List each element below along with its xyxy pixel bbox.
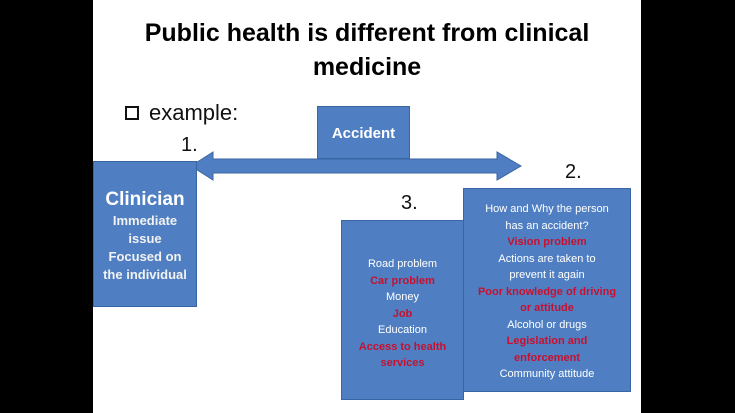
box-3-public-health-factors: Road problem Car problem Money Job Educa… (341, 220, 464, 400)
box3-line: Money (385, 291, 420, 303)
box3-line: Access to health (358, 340, 447, 353)
slide-title: Public health is different from clinical… (93, 16, 641, 84)
box3-line: Education (378, 324, 427, 336)
checkbox-square-icon (125, 106, 139, 120)
box2-line: prevent it again (509, 269, 585, 281)
clinician-line: Immediate (112, 213, 178, 228)
number-2: 2. (565, 161, 582, 183)
title-line-2: medicine (312, 53, 422, 81)
box2-line: How and Why the person (485, 203, 609, 215)
clinician-line: the individual (103, 267, 187, 282)
box2-line: Vision problem (507, 236, 587, 248)
bullet-text: example: (149, 100, 239, 125)
box2-line: Alcohol or drugs (507, 318, 587, 331)
clinician-box: Clinician Immediate issue Focused on the… (93, 161, 197, 307)
double-arrow-icon (190, 151, 522, 181)
number-3: 3. (401, 192, 418, 214)
box3-line: Car problem (370, 274, 435, 287)
number-1: 1. (181, 134, 198, 156)
box3-line: services (380, 357, 425, 369)
box3-line: Road problem (367, 258, 438, 270)
clinician-heading: Clinician (105, 189, 185, 210)
box2-line: enforcement (513, 351, 581, 364)
box2-line: Poor knowledge of driving (477, 285, 617, 298)
box2-line: Legislation and (506, 335, 588, 347)
box-2-how-why: How and Why the person has an accident? … (463, 188, 631, 392)
box2-line: Actions are taken to (498, 252, 596, 265)
title-line-1: Public health is different from clinical (144, 19, 590, 47)
bullet-example: example: (125, 100, 238, 126)
box3-line: Job (392, 307, 413, 320)
clinician-line: Focused on (108, 249, 182, 264)
slide: Public health is different from clinical… (93, 0, 641, 413)
clinician-line: issue (128, 231, 162, 246)
box2-line: or attitude (520, 302, 574, 314)
accident-box: Accident (317, 106, 410, 159)
box2-line: has an accident? (505, 219, 589, 232)
box2-line: Community attitude (499, 368, 595, 380)
